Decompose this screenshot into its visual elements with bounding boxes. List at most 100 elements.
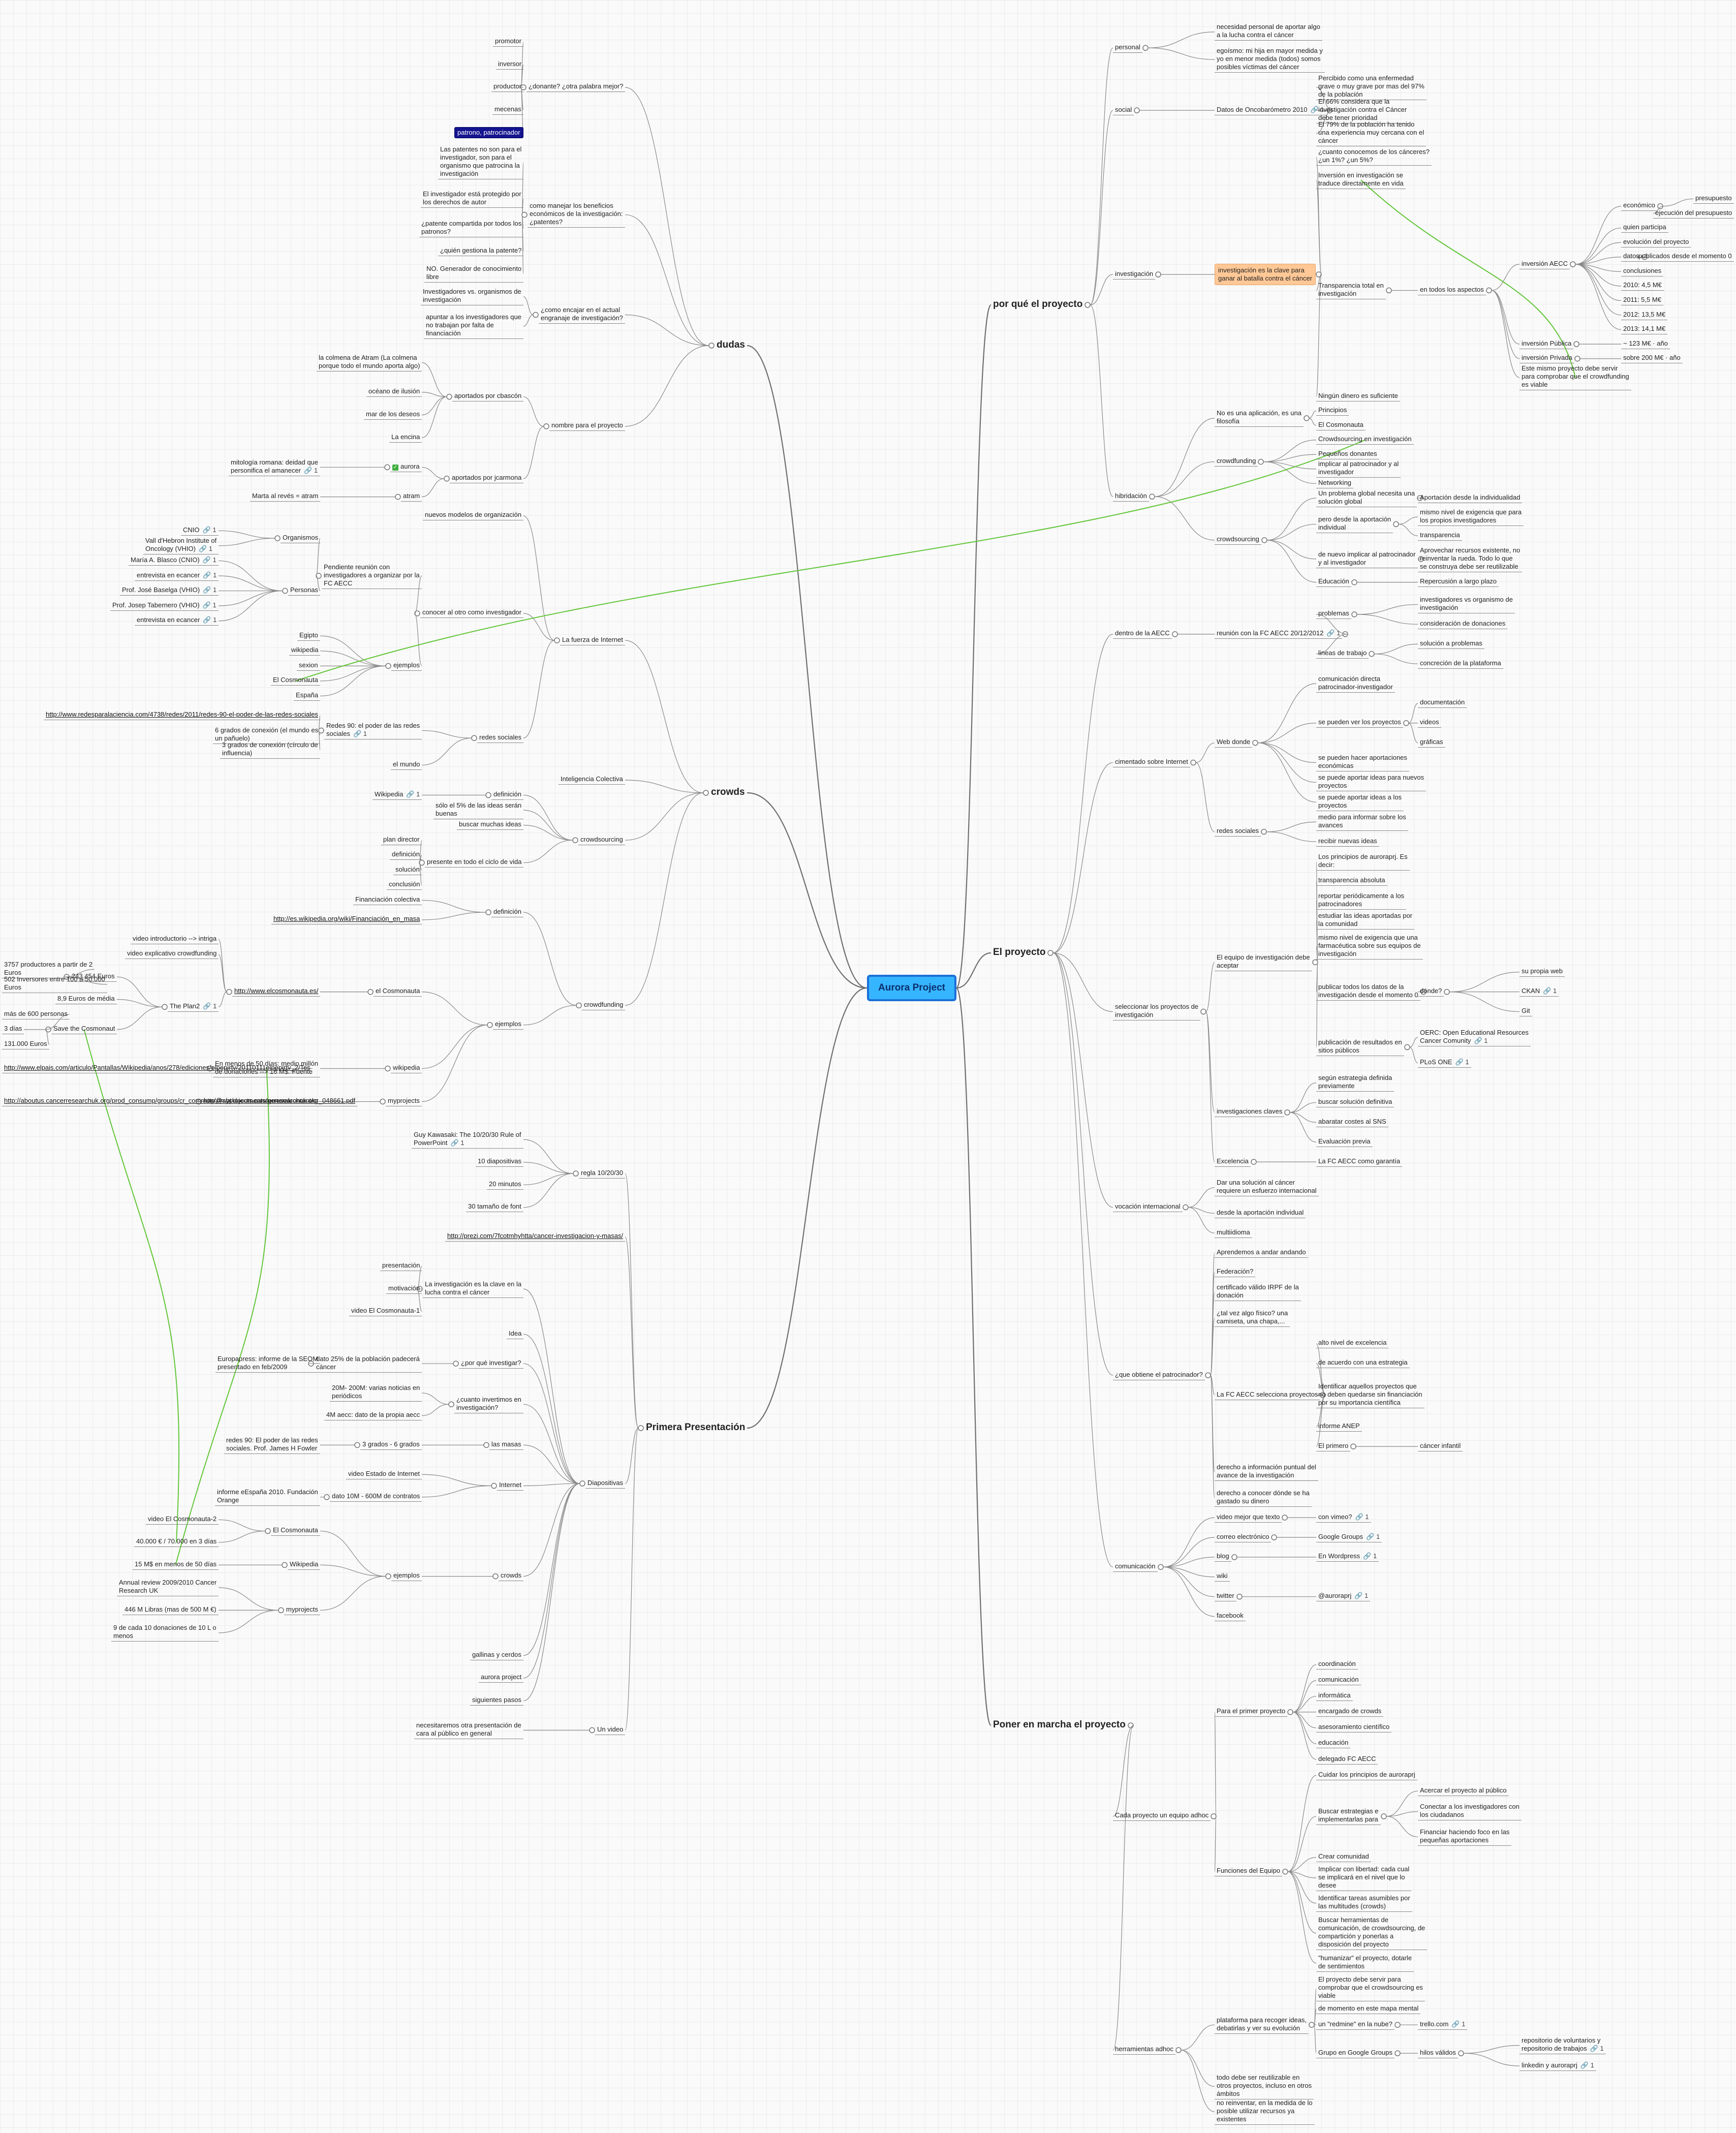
collapse-toggle[interactable] — [384, 464, 390, 471]
node-dentro-de-la-aecc[interactable]: dentro de la AECC — [1113, 629, 1172, 639]
node-este-mismo-proyecto-debe-ser[interactable]: Este mismo proyecto debe servir para com… — [1520, 364, 1631, 391]
node-myprojects[interactable]: myprojects — [284, 1605, 320, 1615]
collapse-toggle[interactable] — [487, 1022, 493, 1028]
node-446-m-libras-mas-de-500-m[interactable]: 446 M Libras (mas de 500 M €) — [122, 1605, 219, 1615]
node-publicacion-de-resultados-en[interactable]: publicación de resultados en sitios públ… — [1316, 1038, 1404, 1057]
node-personas[interactable]: Personas — [288, 586, 320, 596]
node-2010-4-5-m[interactable]: 2010: 4,5 M€ — [1621, 281, 1664, 291]
collapse-toggle[interactable] — [1486, 287, 1492, 294]
node-the-plan2[interactable]: The Plan2🔗 1 — [168, 1002, 219, 1012]
node-definicion[interactable]: definición — [491, 908, 523, 917]
node-2013-14-1-m[interactable]: 2013: 14,1 M€ — [1621, 325, 1668, 335]
collapse-toggle[interactable] — [367, 988, 374, 995]
node-financiacion-colectiva[interactable]: Financiación colectiva — [353, 895, 422, 905]
node-presente-en-todo-el-ciclo-de[interactable]: presente en todo el ciclo de vida — [425, 858, 524, 868]
node-aprendemos-a-andar-andando[interactable]: Aprendemos a andar andando — [1215, 1248, 1308, 1258]
node-el-cosmonauta[interactable]: el Cosmonauta — [374, 987, 422, 997]
node-inversor[interactable]: inversor — [496, 60, 524, 70]
collapse-toggle[interactable] — [278, 1607, 284, 1614]
node-wikipedia[interactable]: wikipedia — [289, 646, 321, 656]
node-30-tamano-de-font[interactable]: 30 tamaño de font — [466, 1202, 523, 1213]
node-todo-debe-ser-reutilizable-e[interactable]: todo debe ser reutilizable en otros proy… — [1215, 2074, 1314, 2099]
section-dudas[interactable]: dudas — [715, 340, 747, 350]
node-buscar-estrategias-e-impleme[interactable]: Buscar estrategias e implementarlas para — [1316, 1807, 1381, 1826]
node-mitologia-romana-deidad-que-[interactable]: mitología romana: deidad que personifica… — [229, 458, 321, 476]
node-video-mejor-que-texto[interactable]: video mejor que texto — [1215, 1513, 1282, 1523]
node-la-encina[interactable]: La encina — [389, 433, 422, 443]
node-video-el-cosmonauta-1[interactable]: video El Cosmonauta-1 — [349, 1307, 422, 1317]
node-nuevos-modelos-de-organizaci[interactable]: nuevos modelos de organización — [423, 511, 524, 521]
collapse-toggle[interactable] — [1381, 1813, 1387, 1819]
node-sexion[interactable]: sexion — [297, 661, 320, 671]
node-http-es-wikipedia-org-wiki-f[interactable]: http://es.wikipedia.org/wiki/Financiació… — [271, 915, 422, 925]
node-multiidioma[interactable]: multiidioma — [1215, 1228, 1252, 1238]
collapse-toggle[interactable] — [1312, 959, 1318, 966]
paperclip-icon[interactable]: 🔗 1 — [203, 1002, 217, 1010]
node-quien-participa[interactable]: quien participa — [1621, 223, 1668, 233]
node-identificar-aquellos-proyect[interactable]: Identificar aquellos proyectos que no de… — [1316, 1382, 1424, 1408]
paperclip-icon[interactable]: 🔗 1 — [203, 586, 217, 594]
node-federacion[interactable]: Federación? — [1215, 1268, 1256, 1278]
node-mecenas[interactable]: mecenas — [492, 105, 523, 115]
node-el-cosmonauta[interactable]: El Cosmonauta — [271, 676, 320, 686]
node-internet[interactable]: Internet — [497, 1481, 524, 1491]
node-inversion-en-investigacion-s[interactable]: Inversión en investigación se traduce di… — [1316, 171, 1406, 189]
collapse-toggle[interactable] — [1350, 1443, 1356, 1449]
node-3757-productores-a-partir-de[interactable]: 3757 productores a partir de 2 Euros — [2, 961, 95, 978]
node-correo-electronico[interactable]: correo electrónico — [1215, 1533, 1272, 1542]
node-mismo-nivel-de-exigencia-que[interactable]: mismo nivel de exigencia que para los pr… — [1418, 508, 1524, 526]
collapse-toggle[interactable] — [395, 493, 401, 500]
node-los-principios-de-auroraprj-[interactable]: Los principios de auroraprj. Es decir: — [1316, 853, 1410, 871]
relationship-arc[interactable] — [175, 1068, 270, 1565]
node-cuanto-conocemos-de-los-canc[interactable]: ¿cuanto conocemos de los cánceres? ¿un 1… — [1316, 148, 1432, 166]
paperclip-icon[interactable]: 🔗 1 — [1474, 1036, 1488, 1044]
collapse-toggle[interactable] — [1190, 759, 1196, 766]
node-ningun-dinero-es-suficiente[interactable]: Ningún dinero es suficiente — [1316, 392, 1400, 401]
collapse-toggle[interactable] — [483, 1442, 489, 1448]
collapse-toggle[interactable] — [1369, 651, 1375, 657]
node-aurora-project[interactable]: aurora project — [479, 1673, 524, 1683]
node-15-m-en-menos-de-50-dias[interactable]: 15 M$ en menos de 50 días — [133, 1560, 219, 1570]
collapse-toggle[interactable] — [543, 423, 549, 429]
node-comunicacion[interactable]: comunicación — [1316, 1676, 1361, 1686]
node-de-nuevo-implicar-al-patroci[interactable]: de nuevo implicar al patrocinador y al i… — [1316, 550, 1418, 568]
node-vall-d-hebron-institute-of-o[interactable]: Vall d'Hebron Institute of Oncology (VHI… — [143, 537, 219, 555]
collapse-toggle[interactable] — [485, 792, 491, 798]
node-conocer-al-otro-como-investi[interactable]: conocer al otro como investigador — [420, 608, 524, 619]
node-crowdfunding[interactable]: crowdfunding — [1215, 457, 1258, 467]
paperclip-icon[interactable]: 🔗 1 — [1543, 987, 1557, 995]
node-10-diapositivas[interactable]: 10 diapositivas — [476, 1157, 523, 1167]
node-transparencia-total-en-inves[interactable]: Transparencia total en investigación — [1316, 282, 1386, 299]
node-un-video[interactable]: Un video — [595, 1725, 626, 1735]
collapse-toggle[interactable] — [448, 1401, 454, 1407]
node-investigacion[interactable]: investigación — [1113, 270, 1156, 280]
node-seleccionar-los-proyectos-de[interactable]: seleccionar los proyectos de investigaci… — [1113, 1003, 1201, 1021]
collapse-toggle[interactable] — [354, 1442, 360, 1448]
collapse-toggle[interactable] — [1231, 1554, 1237, 1560]
relationship-arc[interactable] — [295, 439, 1366, 682]
collapse-toggle[interactable] — [1183, 1204, 1189, 1211]
collapse-toggle[interactable] — [1271, 1534, 1277, 1540]
node-la-fc-aecc-selecciona-proyec[interactable]: La FC AECC selecciona proyectos — [1215, 1390, 1320, 1400]
node-transparencia[interactable]: transparencia — [1418, 531, 1462, 541]
collapse-toggle[interactable] — [1251, 1159, 1257, 1165]
node-presupuesto[interactable]: presupuesto — [1693, 194, 1734, 204]
collapse-toggle[interactable] — [1158, 1564, 1164, 1570]
node-estudiar-las-ideas-aportadas[interactable]: estudiar las ideas aportadas por la comu… — [1316, 912, 1415, 930]
node-502-inversores-entre-100-a-5[interactable]: 502 Inversores entre 100 a 50.000 Euros — [2, 975, 107, 994]
node-mar-de-los-deseos[interactable]: mar de los deseos — [364, 410, 422, 420]
node-se-pueden-hacer-aportaciones[interactable]: se pueden hacer aportaciones económicas — [1316, 754, 1409, 772]
collapse-toggle[interactable] — [1351, 611, 1357, 617]
node-informe-eespana-2010-fundaci[interactable]: informe eEspaña 2010. Fundación Orange — [215, 1488, 320, 1506]
node-cada-proyecto-un-equipo-adho[interactable]: Cada proyecto un equipo adhoc — [1113, 1811, 1211, 1821]
paperclip-icon[interactable]: 🔗 1 — [1354, 1592, 1369, 1600]
node-promotor[interactable]: promotor — [493, 37, 524, 47]
node-buscar-herramientas-de-comun[interactable]: Buscar herramientas de comunicación, de … — [1316, 1916, 1428, 1951]
node-las-patentes-no-son-para-el-[interactable]: Las patentes no son para el investigador… — [438, 145, 524, 180]
node-funciones-del-equipo[interactable]: Funciones del Equipo — [1215, 1867, 1283, 1877]
collapse-toggle[interactable] — [324, 1494, 330, 1500]
collapse-toggle[interactable] — [491, 1482, 497, 1489]
node-crowdsourcing[interactable]: crowdsourcing — [1215, 535, 1261, 545]
node-idea[interactable]: Idea — [507, 1330, 524, 1339]
node-gallinas-y-cerdos[interactable]: gallinas y cerdos — [470, 1651, 523, 1660]
